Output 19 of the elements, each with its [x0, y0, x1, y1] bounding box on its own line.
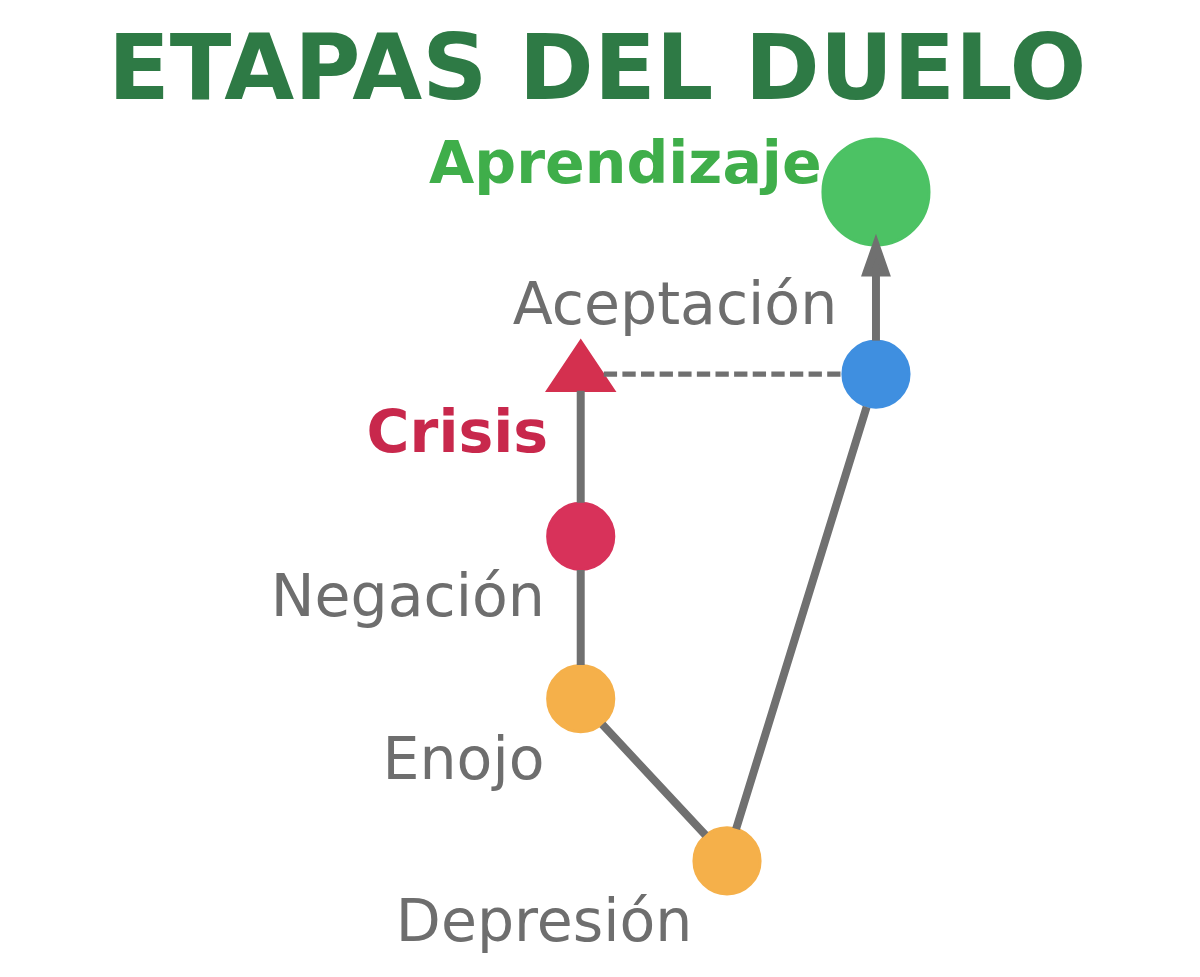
node-circle	[692, 826, 762, 896]
diagram-title: ETAPAS DEL DUELO	[107, 15, 1087, 121]
node-label: Negación	[270, 562, 545, 631]
node-triangle	[545, 338, 617, 393]
node-circle	[841, 339, 911, 409]
connector	[599, 721, 709, 838]
node-label: Aceptación	[512, 269, 838, 338]
node-label: Crisis	[366, 397, 549, 466]
node-circle	[546, 664, 616, 734]
connector	[732, 405, 871, 830]
node-circle	[821, 137, 931, 247]
arrow	[861, 233, 891, 341]
connector	[576, 390, 585, 503]
node-circle	[546, 501, 616, 571]
connector	[603, 371, 842, 377]
node-label: Depresión	[395, 886, 693, 955]
connector	[576, 569, 585, 665]
node-label: Aprendizaje	[429, 128, 822, 197]
node-label: Enojo	[382, 724, 545, 793]
